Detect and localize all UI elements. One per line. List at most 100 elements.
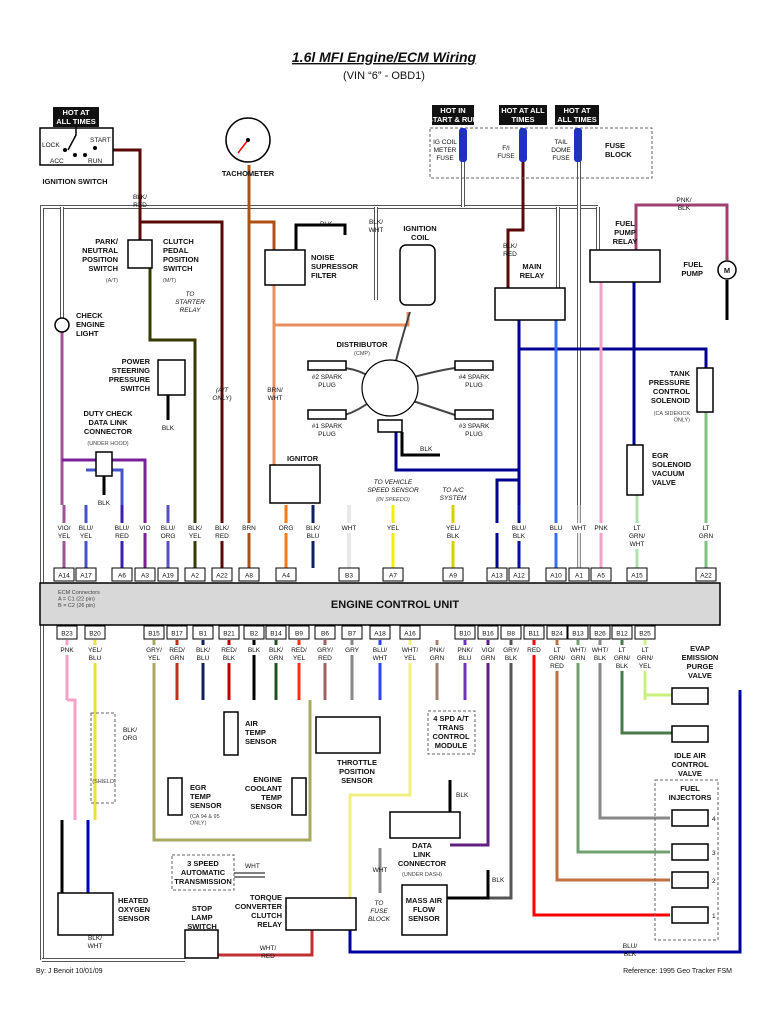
wire-color-label: PNK [60,647,74,654]
dlc-note-label: (UNDER DASH) [402,872,442,878]
label-line: A = C1 (22 pin) [58,597,95,603]
pin-id: B21 [223,631,235,638]
label-line: CLUTCH [163,237,194,246]
label-line: PURGE [687,662,714,671]
fuel-injector: 2 [671,871,716,889]
label-line: BLK [320,221,333,228]
label-line: IGNITION SWITCH [43,177,108,186]
label-line: ACC [50,158,64,165]
acc-label: ACC [50,158,64,165]
pin-id: B11 [528,631,539,638]
label-line: #4 SPARK [459,374,490,381]
pin-box [477,625,499,640]
label-line: TAIL [554,139,568,146]
label-line: ENGINE [253,775,282,784]
pin-box [341,625,363,640]
wire-color-label: BLK/BLU [196,647,210,662]
pin-id: A2 [191,573,199,580]
pin-box [611,625,633,640]
label-line: IGNITOR [287,454,319,463]
label-line: ALL TIMES [557,115,596,124]
wht-trans-label: WHT [245,863,260,870]
wire-color-label: GRY/YEL [146,647,162,662]
label-line: SENSOR [341,776,373,785]
label-line: START [90,137,111,144]
pin-id: A14 [58,573,70,580]
label-line: SOLENOID [651,396,691,405]
wire-color-label: PNK [594,525,608,532]
blk-maf-label: BLK [492,877,505,884]
pin-id: B12 [616,631,628,638]
distributor [344,311,456,433]
label-line: FUSE [552,155,570,162]
label-line: BLK/ [503,243,517,250]
reference-note: Reference: 1995 Geo Tracker FSM [623,968,732,975]
ecu-title: ENGINE CONTROL UNIT [331,599,459,611]
label-line: FILTER [311,271,337,280]
pin-id: A1 [575,573,583,580]
label-line: DATA [412,841,432,850]
injector-number: 4 [712,816,716,823]
label-line: DUTY CHECK [83,409,133,418]
ignition-coil [399,244,436,306]
label-line: RELAY [520,271,545,280]
wire-color-label: GRY [345,647,360,654]
pin-box [238,567,260,582]
blk-dist-label: BLK [420,446,433,453]
run-label: RUN [88,158,102,165]
label-line: BLK/ [123,727,137,734]
park-neutral-note-label: (A/T) [106,278,118,284]
pin-id: B1 [199,631,207,638]
wire-color-label: BLU/YEL [79,525,94,540]
wire-color-label: RED/GRN [169,647,185,662]
label-line: SENSOR [250,802,282,811]
label-line: SUPRESSOR [311,262,359,271]
pin-box [75,567,97,582]
wire-color-label: BLU/BLK [512,525,527,540]
pin-box [568,567,590,582]
label-line: FUSE [370,908,388,915]
pin-id: B20 [89,631,101,638]
label-line: BLK [678,205,691,212]
label-line: ECM Connectors [58,590,100,596]
label-line: FUEL [680,784,700,793]
ecu-top-pins: VIO/YELA14BLU/YELA17BLU/REDA6VIOA3BLU/OR… [53,505,717,582]
label-line: SWITCH [163,264,193,273]
label-line: CONNECTOR [84,427,133,436]
label-line: WHT [268,395,283,402]
distributor-label: DISTRIBUTOR [336,340,388,349]
brn-wht-label: BRN/WHT [267,387,283,402]
noise-supressor-filter [264,249,306,286]
shield-label: (SHIELD) [92,779,116,785]
pin-box [545,567,567,582]
pin-box [288,625,310,640]
label-line: DATA LINK [88,418,128,427]
